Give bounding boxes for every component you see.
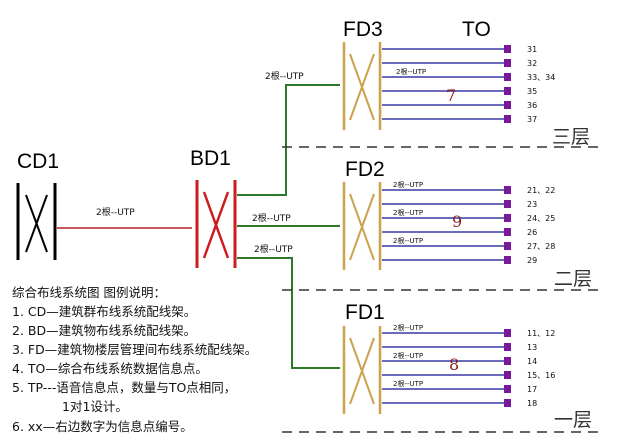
cd-bd-cable-label: 2根--UTP [96, 206, 135, 218]
fd1-cable-label: 2根--UTP [393, 351, 423, 360]
fd2-horizontal-cables [382, 189, 505, 261]
tp-label: 33、34 [527, 73, 555, 82]
outlet-icon [504, 73, 511, 81]
fd1-outlets [504, 329, 511, 407]
fd3-horizontal-cables [382, 48, 505, 120]
tp-label: 21、22 [527, 186, 555, 195]
fd2-cable-label: 2根--UTP [393, 180, 423, 189]
fd1-count: 8 [449, 355, 459, 374]
bd-fd3-cable [237, 84, 340, 196]
bd-label: BD1 [190, 147, 231, 170]
outlet-icon [504, 371, 511, 379]
fd1-label: FD1 [345, 301, 385, 324]
outlet-icon [504, 87, 511, 95]
legend-item: 6. xx—右边数字为信息点编号。 [12, 419, 193, 434]
outlet-icon [504, 357, 511, 365]
tp-label: 18 [527, 399, 537, 408]
outlet-icon [504, 399, 511, 407]
legend-item: 2. BD—建筑物布线系统配线架。 [12, 323, 196, 338]
fd1-cable-label: 2根--UTP [393, 323, 423, 332]
outlet-icon [504, 200, 511, 208]
floor-label-3: 三层 [552, 126, 590, 148]
bd-fd1-cable [237, 257, 340, 369]
outlet-icon [504, 101, 511, 109]
outlet-icon [504, 59, 511, 67]
fd3-frame [342, 42, 382, 130]
fd1-frame [342, 326, 382, 414]
fd1-cable-label: 2根--UTP [393, 379, 423, 388]
tp-label: 17 [527, 385, 537, 394]
outlet-icon [504, 186, 511, 194]
fd2-cable-label: 2根--UTP [393, 236, 423, 245]
bd-fd2-cable-label: 2根--UTP [252, 212, 291, 224]
outlet-icon [504, 256, 511, 264]
to-label: TO [462, 18, 491, 41]
tp-label: 15、16 [527, 371, 555, 380]
legend-item: 5. TP---语音信息点，数量与TO点相同， [12, 380, 236, 395]
legend-item: 3. FD—建筑物楼层管理间布线系统配线架。 [12, 342, 257, 357]
tp-label: 13 [527, 343, 537, 352]
fd3-cable-label: 2根--UTP [396, 67, 426, 76]
tp-label: 36 [527, 101, 537, 110]
floor-label-1: 一层 [554, 409, 592, 431]
fd3-count: 7 [446, 86, 456, 105]
outlet-icon [504, 343, 511, 351]
tp-label: 27、28 [527, 242, 555, 251]
outlet-icon [504, 228, 511, 236]
cd-label: CD1 [17, 150, 59, 173]
legend-title: 综合布线系统图 图例说明： [12, 285, 166, 300]
tp-label: 32 [527, 59, 537, 68]
outlet-icon [504, 385, 511, 393]
outlet-icon [504, 242, 511, 250]
tp-label: 37 [527, 115, 537, 124]
outlet-icon [504, 45, 511, 53]
legend-item: 4. TO—综合布线系统数据信息点。 [12, 361, 208, 376]
bd-fd1-cable-label: 2根--UTP [254, 243, 293, 255]
fd2-outlets [504, 186, 511, 264]
tp-label: 14 [527, 357, 537, 366]
tp-label: 35 [527, 87, 537, 96]
fd2-frame [342, 182, 382, 270]
fd1-horizontal-cables [382, 332, 505, 404]
tp-label: 11、12 [527, 329, 555, 338]
bd-fd3-cable-label: 2根--UTP [265, 70, 304, 82]
legend-item: 1. CD—建筑群布线系统配线架。 [12, 304, 196, 319]
fd3-outlets [504, 45, 511, 123]
tp-label: 24、25 [527, 214, 555, 223]
outlet-icon [504, 115, 511, 123]
bd-frame [195, 180, 237, 268]
cd-frame [16, 183, 57, 260]
fd2-count: 9 [452, 212, 462, 231]
outlet-icon [504, 214, 511, 222]
outlet-icon [504, 329, 511, 337]
floor-label-2: 二层 [554, 268, 592, 290]
fd2-cable-label: 2根--UTP [393, 208, 423, 217]
tp-label: 26 [527, 228, 537, 237]
fd3-label: FD3 [343, 18, 383, 41]
tp-label: 23 [527, 200, 537, 209]
legend-item: 1对1设计。 [62, 399, 128, 414]
tp-label: 29 [527, 256, 537, 265]
tp-label: 31 [527, 45, 537, 54]
legend: 综合布线系统图 图例说明： 1. CD—建筑群布线系统配线架。 2. BD—建筑… [12, 285, 257, 434]
fd2-label: FD2 [345, 158, 385, 181]
